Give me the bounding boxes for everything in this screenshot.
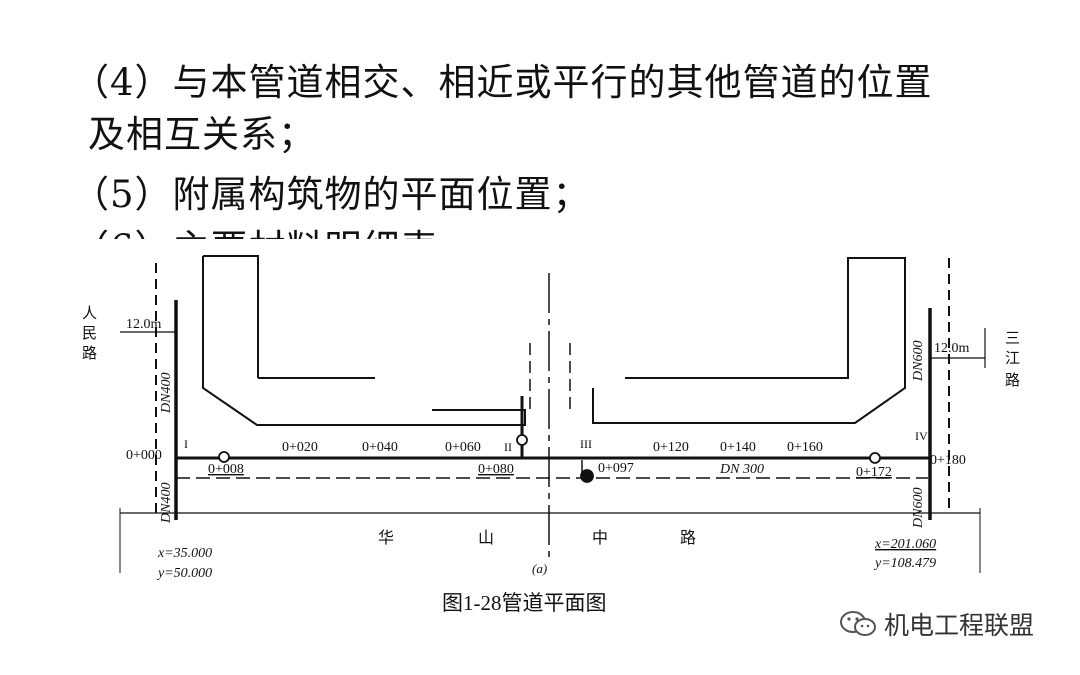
text-mask bbox=[60, 239, 1080, 259]
left-road-char: 路 bbox=[82, 345, 97, 362]
right-pipe-bottom-label: DN600 bbox=[911, 488, 926, 529]
station-label: 0+160 bbox=[787, 440, 823, 455]
well-circle-I-stage bbox=[218, 451, 230, 463]
pipeline-plan-diagram: 人 民 路 三 江 路 12.0m 12.0m DN400 DN400 DN60… bbox=[82, 255, 1020, 615]
station-label: 0+008 bbox=[208, 462, 244, 477]
station-label: 0+172 bbox=[856, 465, 892, 480]
left-offset-label: 12.0m bbox=[126, 317, 162, 332]
slide-item-6-cut: （6）主要材料明细表 bbox=[60, 214, 540, 240]
well-circle-III bbox=[580, 469, 594, 483]
street-char: 山 bbox=[478, 529, 494, 547]
station-label: 0+080 bbox=[478, 462, 514, 477]
street-char: 华 bbox=[378, 529, 394, 547]
station-label: 0+000 bbox=[126, 448, 162, 463]
station-label: 0+140 bbox=[720, 440, 756, 455]
station-label: 0+120 bbox=[653, 440, 689, 455]
right-road-char: 路 bbox=[1005, 372, 1020, 389]
left-pipe-bottom-label: DN400 bbox=[159, 483, 174, 524]
street-char: 路 bbox=[680, 529, 696, 547]
coord-right-y: y=108.479 bbox=[873, 556, 936, 571]
slide-item-5: （5）附属构筑物的平面位置； bbox=[72, 173, 591, 216]
station-label: 0+097 bbox=[598, 461, 634, 476]
diagram-caption: 图1-28管道平面图 bbox=[442, 591, 607, 615]
well-circle-II bbox=[516, 434, 528, 446]
building-outline-left-top bbox=[203, 255, 259, 378]
station-label: 0+020 bbox=[282, 440, 318, 455]
left-road-char: 民 bbox=[82, 326, 97, 342]
watermark: 机电工程联盟 bbox=[838, 606, 1034, 642]
left-pipe-top-label: DN400 bbox=[159, 373, 174, 414]
well-label-III: III bbox=[580, 437, 592, 451]
coord-left-y: y=50.000 bbox=[156, 566, 212, 581]
station-label: 0+060 bbox=[445, 440, 481, 455]
coord-right-x: x=201.060 bbox=[874, 537, 936, 552]
street-char: 中 bbox=[592, 529, 608, 547]
coord-left-x: x=35.000 bbox=[157, 546, 212, 561]
right-offset-label: 12.0m bbox=[934, 341, 970, 356]
well-label-IV: IV bbox=[915, 429, 928, 443]
left-road-char: 人 bbox=[82, 305, 97, 322]
well-circle-IV-stage bbox=[869, 452, 881, 464]
building-outline-left bbox=[202, 256, 526, 426]
diagram-sub-label: (a) bbox=[532, 561, 547, 576]
slide-item-6-text: （6）主要材料明细表 bbox=[72, 218, 439, 240]
station-label: 0+040 bbox=[362, 440, 398, 455]
slide-item-4-line-1: （4）与本管道相交、相近或平行的其他管道的位置 bbox=[72, 61, 933, 104]
well-label-II: II bbox=[504, 440, 512, 454]
right-road-char: 三 bbox=[1005, 331, 1020, 347]
wechat-icon bbox=[840, 611, 876, 636]
slide-item-4-line-2: 及相互关系； bbox=[88, 113, 316, 156]
right-road-char: 江 bbox=[1005, 350, 1020, 367]
well-label-I: I bbox=[184, 437, 188, 451]
station-label: 0+180 bbox=[930, 453, 966, 468]
building-outline-right bbox=[592, 257, 906, 424]
right-pipe-top-label: DN600 bbox=[911, 341, 926, 382]
watermark-text: 机电工程联盟 bbox=[884, 611, 1035, 640]
main-pipe-label: DN 300 bbox=[719, 462, 764, 477]
